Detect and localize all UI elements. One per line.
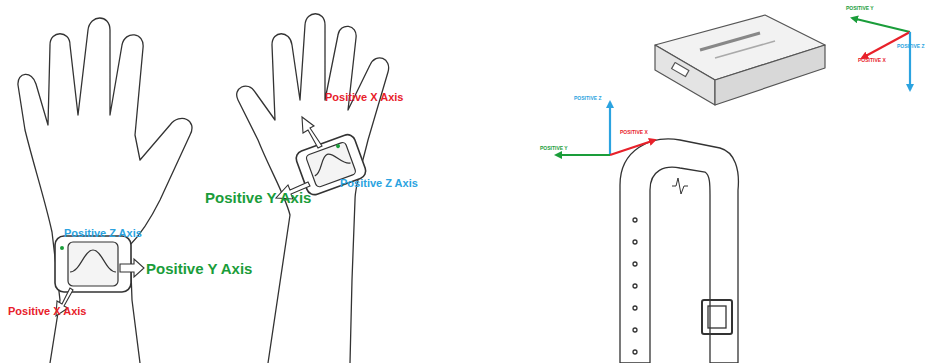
axis-label: POSITIVE X [858,58,886,63]
y-axis-arrow [120,259,144,277]
axis-label: POSITIVE Z [897,44,925,49]
axis-gizmo [852,18,910,90]
wrist-strap [620,139,738,363]
axis-label: Positive X Axis [325,92,403,103]
axis-gizmo [556,102,655,155]
axis-label: Positive Z Axis [340,178,418,189]
axis-label: Positive Y Axis [205,190,311,205]
axis-label: Positive X Axis [8,306,86,317]
axis-label: POSITIVE Y [540,146,568,151]
axis-label: POSITIVE Z [574,96,602,101]
axis-label: Positive Y Axis [146,261,252,276]
sensor-device [655,15,825,105]
x-axis-arrow [302,117,322,148]
axis-label: POSITIVE Y [846,6,874,11]
axis-label: Positive Z Axis [64,228,142,239]
axis-label: POSITIVE X [620,130,648,135]
